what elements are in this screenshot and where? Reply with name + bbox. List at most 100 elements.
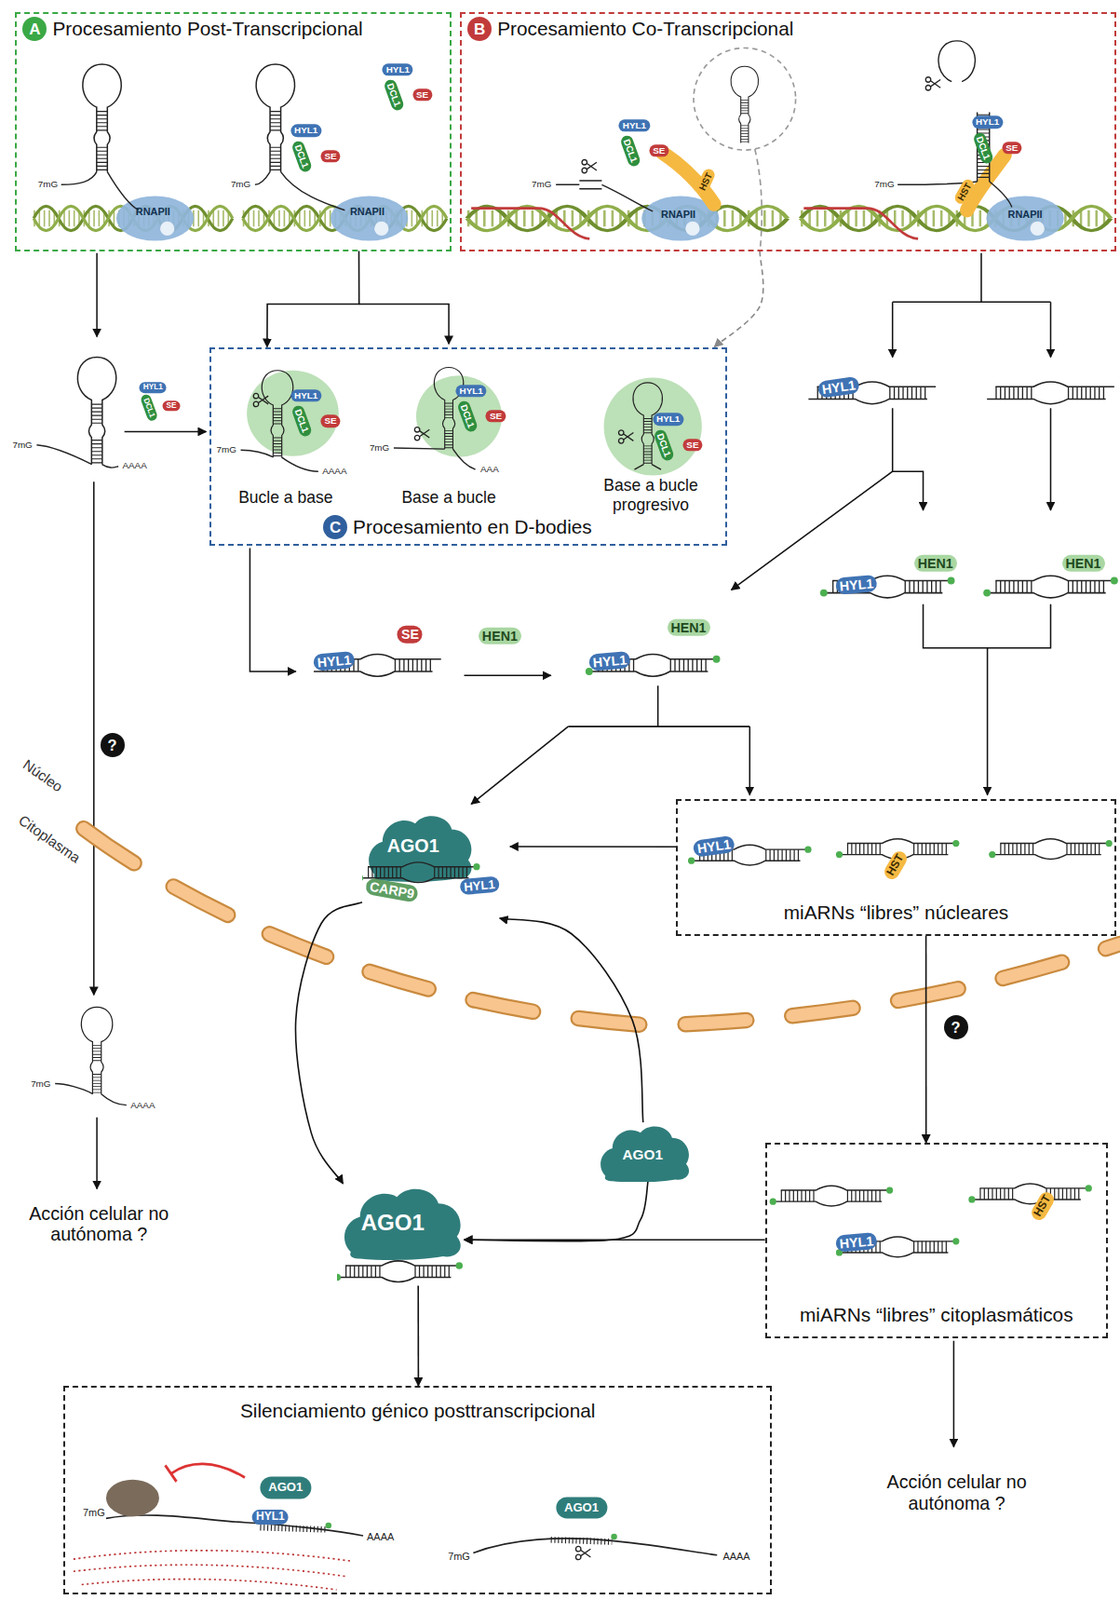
protein-label: HEN1 bbox=[667, 619, 711, 636]
label-anchor: RNAPII bbox=[135, 204, 171, 217]
mrna-strand bbox=[259, 1526, 326, 1529]
flow-arrow bbox=[359, 304, 449, 345]
protein-label: HST bbox=[881, 848, 910, 882]
label-anchor: AAAA bbox=[121, 459, 147, 471]
pri-mirna bbox=[730, 66, 759, 143]
flow-arrow bbox=[464, 1238, 766, 1241]
mirna-duplex bbox=[983, 576, 1119, 596]
flow-arrow bbox=[891, 301, 894, 357]
process-panel: AProcesamiento Post-Transcripcional bbox=[14, 12, 452, 251]
pri-mirna bbox=[693, 48, 797, 151]
mrna-strand bbox=[472, 1538, 717, 1555]
protein-label: HYL1 bbox=[456, 384, 487, 397]
protein-label: RNAPII bbox=[350, 204, 385, 217]
label-anchor: Acción celular no autónoma ? bbox=[27, 1202, 171, 1245]
badge-letter: A bbox=[28, 21, 41, 38]
mirna-duplex bbox=[986, 381, 1115, 405]
nuclear-envelope bbox=[83, 828, 1120, 1026]
er-membrane bbox=[81, 1578, 338, 1590]
label-anchor: HST bbox=[881, 848, 910, 882]
protein-label: DCL1 bbox=[290, 138, 313, 173]
protein-label: SE bbox=[397, 625, 423, 643]
nuclear-envelope bbox=[83, 828, 1120, 1026]
mirna-duplex bbox=[968, 1184, 1093, 1202]
box-heading: Silenciamiento génico posttranscripciona… bbox=[240, 1398, 595, 1423]
label-anchor: 7mG bbox=[12, 439, 32, 450]
protein-label: DCL1 bbox=[139, 392, 160, 423]
label-anchor: 7mG bbox=[38, 179, 58, 190]
panel-badge: C bbox=[323, 514, 348, 540]
label-anchor: DCL1 bbox=[139, 392, 160, 423]
label-anchor: HYL1 bbox=[139, 382, 167, 393]
caption: Acción celular no autónoma ? bbox=[885, 1470, 1028, 1513]
rna-end-label: AAA bbox=[480, 463, 500, 474]
dna-helix bbox=[467, 205, 788, 230]
rna-end-label: 7mG bbox=[874, 179, 894, 190]
flow-arrow bbox=[731, 471, 893, 590]
pri-mirna bbox=[54, 1083, 94, 1094]
protein-label: SE bbox=[320, 415, 340, 428]
label-anchor: Acción celular no autónoma ? bbox=[885, 1470, 1028, 1513]
pri-mirna bbox=[989, 181, 1013, 207]
label-anchor: HEN1 bbox=[478, 626, 522, 644]
pri-mirna bbox=[82, 64, 122, 172]
label-anchor: HYL1 bbox=[816, 376, 861, 399]
mirna-end bbox=[610, 1533, 618, 1540]
label-anchor: Núcleo bbox=[19, 755, 66, 796]
rna-end-label: 7mG bbox=[82, 1505, 106, 1518]
label-anchor: RNAPII bbox=[350, 204, 385, 217]
mirna-duplex bbox=[313, 381, 1119, 1257]
label-anchor: AGO1 bbox=[259, 1476, 311, 1498]
label-anchor: HYL1 bbox=[835, 574, 878, 595]
pri-mirna bbox=[36, 445, 92, 465]
flow-arrow bbox=[95, 253, 98, 338]
flow-arrow bbox=[892, 253, 1052, 303]
protein-label: HYL1 bbox=[139, 382, 167, 393]
label-anchor: HYL1 bbox=[652, 413, 684, 426]
label-anchor: AAAA bbox=[366, 1530, 394, 1543]
mirna-duplex bbox=[769, 1186, 894, 1204]
label-anchor: 7mG bbox=[230, 179, 251, 190]
label-anchor: 7mG bbox=[531, 179, 552, 190]
label-anchor: SE bbox=[485, 409, 506, 422]
label-anchor: AGO1 bbox=[555, 1497, 608, 1519]
mirna-duplex bbox=[986, 575, 1115, 598]
label-anchor: ? bbox=[944, 1014, 969, 1040]
er-membrane bbox=[73, 1564, 348, 1577]
protein-label: HYL1 bbox=[816, 376, 861, 399]
scissors bbox=[925, 77, 941, 91]
mirna-duplex bbox=[772, 1185, 890, 1206]
flow-arrow bbox=[95, 1117, 98, 1189]
protein-label: DCL1 bbox=[382, 78, 405, 112]
label-anchor: DCL1 bbox=[290, 138, 313, 173]
question-mark: ? bbox=[100, 732, 125, 757]
flow-arrow bbox=[267, 251, 360, 348]
label-anchor: 7mG bbox=[369, 442, 390, 453]
rna-end-label: AAAA bbox=[322, 466, 347, 477]
ago1-loaded: AGO1 bbox=[337, 1183, 465, 1286]
box-heading: miARNs “libres” citoplasmáticos bbox=[799, 1302, 1074, 1327]
mrna-strand bbox=[551, 1538, 613, 1541]
label-anchor: AAA bbox=[480, 463, 500, 474]
label-anchor: Citoplasma bbox=[14, 810, 83, 865]
protein-label: SE bbox=[162, 400, 181, 411]
label-anchor: HST bbox=[1028, 1188, 1057, 1223]
pri-mirna bbox=[393, 447, 446, 449]
label-anchor: DCL1 bbox=[971, 131, 995, 165]
pri-mirna bbox=[452, 448, 475, 470]
question-mark: ? bbox=[944, 1014, 969, 1040]
pri-mirna bbox=[241, 449, 274, 458]
mrna-strand bbox=[106, 1514, 717, 1555]
scissors bbox=[581, 159, 597, 173]
label-anchor: HYL1 bbox=[290, 124, 322, 137]
protein-label: AGO1 bbox=[555, 1497, 608, 1519]
protein-name: AGO1 bbox=[387, 835, 440, 857]
badge-letter: C bbox=[329, 519, 341, 536]
pri-mirna bbox=[555, 180, 653, 212]
protein-label: HYL1 bbox=[290, 389, 322, 402]
box-heading: miARNs “libres” núcleares bbox=[783, 900, 1010, 925]
rna-end-label: AAAA bbox=[121, 459, 147, 471]
panel-badge: B bbox=[467, 16, 492, 41]
process-panel: CProcesamiento en D-bodies bbox=[209, 347, 729, 547]
rna-end-label: 7mG bbox=[447, 1550, 471, 1563]
